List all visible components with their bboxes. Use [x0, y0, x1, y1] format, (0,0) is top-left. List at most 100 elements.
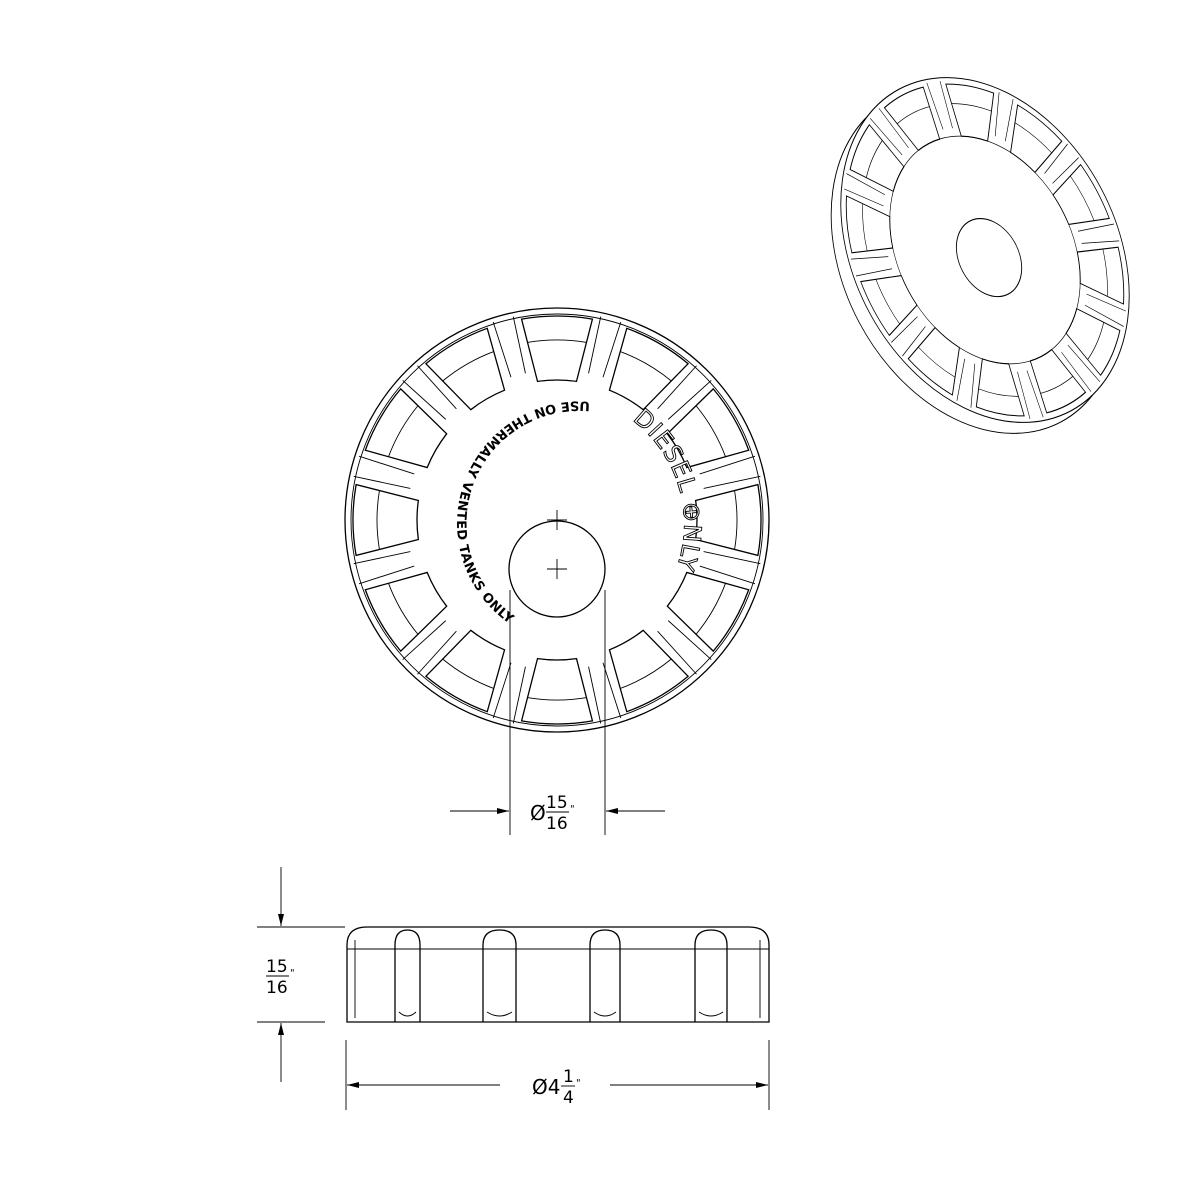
lug-gap-line [1004, 98, 1014, 142]
svg-text:Ø: Ø [530, 801, 546, 825]
lug-ridge [862, 203, 868, 252]
lug [608, 629, 690, 713]
svg-text:16: 16 [546, 814, 568, 834]
lug-gap-line [846, 173, 886, 196]
lug-ridge [695, 582, 727, 635]
lug-gap-line [667, 380, 712, 420]
lug-gap-line [1026, 370, 1044, 418]
height-dimension: 15 16 " [257, 867, 345, 1082]
lug-gap-line [1017, 371, 1031, 419]
svg-text:": " [576, 1078, 581, 1089]
lug [364, 387, 448, 469]
lug-gap-line [492, 662, 512, 719]
lug-ridge [1069, 175, 1095, 221]
lug-gap-line [878, 108, 909, 149]
svg-text:Ø4: Ø4 [532, 1075, 560, 1099]
lug-gap-line [417, 365, 457, 410]
lug-gap-line [1061, 351, 1092, 392]
hole-diameter-dimension: Ø 15 16 " [450, 590, 665, 835]
lug-gap-line [703, 475, 761, 489]
lug-gap-line [855, 268, 893, 277]
lug-gap-line [703, 551, 761, 565]
lug-ridge [1040, 375, 1074, 394]
lug-ridge [865, 140, 883, 179]
lug-gap-line [492, 321, 512, 378]
svg-text:16: 16 [266, 978, 288, 998]
lug-gap-line [1044, 143, 1068, 174]
lug-gap-line [657, 365, 697, 410]
lug-gap-line [926, 82, 944, 130]
iso-rim-front [840, 77, 1130, 423]
iso-center-hole [955, 218, 1023, 298]
lug-gap-line [588, 316, 602, 374]
lug [520, 657, 594, 725]
lug [424, 327, 506, 411]
iso-lug-group [844, 81, 1126, 419]
lug-ridge [387, 405, 419, 458]
lug-ridge [896, 106, 930, 125]
outer-rim [344, 307, 770, 733]
lug-gap-line [512, 316, 526, 374]
lug-gap-line [850, 256, 889, 260]
lug-gap-line [358, 565, 415, 585]
side-slot-bottom [398, 1011, 417, 1017]
lug-ridge [442, 350, 495, 382]
lug-group [352, 315, 762, 725]
lug-gap-line [1067, 344, 1101, 382]
lug-ridge [619, 658, 672, 690]
lug-gap-line [1052, 157, 1079, 184]
lug-gap-line [1077, 223, 1115, 232]
lug-gap-line [1084, 304, 1124, 327]
lug-gap-line [994, 92, 1000, 137]
lug-ridge [527, 697, 587, 701]
lug-ridge [1014, 122, 1053, 154]
lug-gap-line [353, 551, 411, 565]
lug-ridge [527, 339, 587, 343]
lug-ridge [376, 490, 380, 550]
lug-gap-line [588, 666, 602, 724]
svg-text:": " [570, 804, 575, 815]
lug-gap-line [956, 358, 966, 402]
lug-ridge [917, 346, 956, 378]
center-mark-icon [547, 510, 567, 530]
outer-diameter-dimension: Ø4 1 4 " [345, 1040, 770, 1110]
iso-inner-ring [889, 135, 1081, 365]
side-lug-group [354, 929, 761, 1022]
lug-gap-line [970, 363, 976, 408]
lug-gap-line [402, 380, 447, 420]
lug-gap-line [869, 118, 903, 156]
lug-gap-line [358, 455, 415, 475]
lug-ridge [442, 658, 495, 690]
lug-gap-line [902, 326, 926, 357]
lug-ridge [734, 490, 738, 550]
svg-text:15: 15 [266, 957, 288, 977]
lug-ridge [619, 350, 672, 382]
lug-gap-line [417, 630, 457, 675]
lug-gap-line [602, 321, 622, 378]
lug-gap-line [657, 630, 697, 675]
lug-ridge [387, 582, 419, 635]
lug-gap-line [667, 620, 712, 660]
top-view: USE ON THERMALLY VENTED TANKS ONLY DIESE… [344, 307, 770, 733]
lug [666, 387, 750, 469]
isometric-view [830, 77, 1130, 434]
embossed-vent-text: USE ON THERMALLY VENTED TANKS ONLY [453, 397, 590, 627]
lug-gap-line [1086, 293, 1126, 312]
side-slot-bottom [486, 1011, 513, 1017]
lug-gap-line [699, 565, 756, 585]
lug-ridge [1087, 321, 1105, 360]
svg-text:1: 1 [563, 1067, 574, 1087]
lug-gap-line [844, 188, 884, 207]
embossed-diesel-text: DIESEL ⊕NLY [628, 403, 706, 575]
lug-ridge [875, 279, 901, 325]
hole-center-mark-icon [547, 559, 567, 579]
side-view [346, 926, 770, 1023]
lug-gap-line [699, 455, 756, 475]
svg-text:15: 15 [546, 793, 568, 813]
lug [352, 483, 420, 557]
lug [608, 327, 690, 411]
lug-gap-line [1081, 240, 1120, 244]
lug [520, 315, 594, 383]
svg-text:4: 4 [563, 1088, 574, 1108]
